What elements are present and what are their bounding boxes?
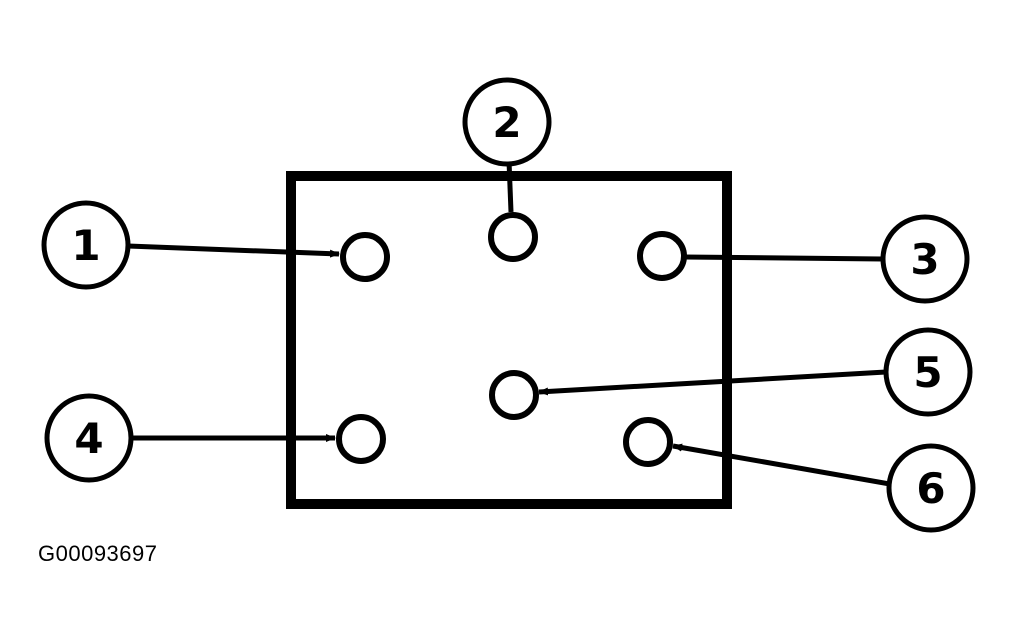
leader-line-1 [127,243,340,258]
connector-body [286,171,732,509]
callout-1: 1 [41,200,131,290]
terminal-cavity-1 [340,232,390,282]
callout-2: 2 [462,77,552,167]
terminal-cavity-5 [489,370,539,420]
leader-line-5 [538,369,887,396]
callout-6-label: 6 [916,464,945,513]
terminal-cavity-4 [336,414,386,464]
leader-line-3 [683,254,883,262]
terminal-cavity-6 [623,417,673,467]
figure-id: G00093697 [38,541,158,566]
leader-line-2 [506,160,514,213]
callout-1-label: 1 [71,221,100,270]
leader-line-6 [672,443,891,487]
callout-6: 6 [886,443,976,533]
callout-5-label: 5 [913,348,942,397]
terminal-cavity-3 [637,231,687,281]
callout-3-label: 3 [910,235,939,284]
callout-2-label: 2 [492,98,521,147]
callout-4-label: 4 [74,414,103,463]
callout-5: 5 [883,327,973,417]
terminal-cavity-2 [488,212,538,262]
callout-3: 3 [880,214,970,304]
callout-4: 4 [44,393,134,483]
